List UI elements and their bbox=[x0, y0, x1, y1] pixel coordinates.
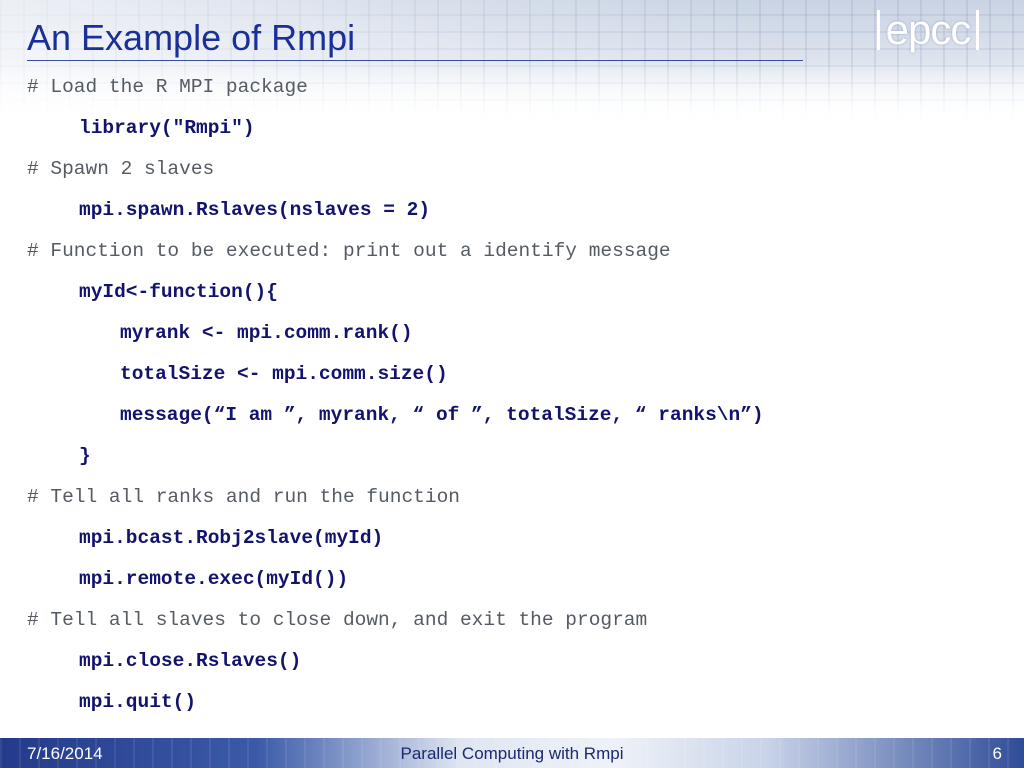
logo-text: epcc bbox=[885, 6, 972, 53]
footer-title: Parallel Computing with Rmpi bbox=[400, 744, 624, 763]
slide-title: An Example of Rmpi bbox=[27, 17, 356, 58]
code-line: mpi.remote.exec(myId()) bbox=[79, 568, 349, 590]
page-number: 6 bbox=[992, 744, 1002, 763]
code-line: myrank <- mpi.comm.rank() bbox=[120, 322, 413, 344]
code-line-comment: # Spawn 2 slaves bbox=[27, 158, 215, 180]
code-line: message(“I am ”, myrank, “ of ”, totalSi… bbox=[120, 404, 764, 426]
header-fade-bottom bbox=[0, 60, 1024, 120]
footer-date: 7/16/2014 bbox=[27, 744, 103, 763]
epcc-logo: epcc bbox=[846, 6, 1010, 54]
code-line: mpi.close.Rslaves() bbox=[79, 650, 302, 672]
footer-bar bbox=[0, 738, 1024, 768]
code-line-comment: # Function to be executed: print out a i… bbox=[27, 240, 671, 262]
code-line-comment: # Tell all ranks and run the function bbox=[27, 486, 460, 508]
code-line: library("Rmpi") bbox=[79, 117, 255, 139]
code-line: myId<-function(){ bbox=[79, 281, 278, 303]
code-line: mpi.quit() bbox=[79, 691, 197, 713]
title-divider bbox=[27, 60, 803, 61]
code-line: totalSize <- mpi.comm.size() bbox=[120, 363, 448, 385]
logo-right-bar bbox=[976, 10, 980, 50]
code-line: mpi.spawn.Rslaves(nslaves = 2) bbox=[79, 199, 431, 221]
code-line-comment: # Tell all slaves to close down, and exi… bbox=[27, 609, 648, 631]
code-line-comment: # Load the R MPI package bbox=[27, 76, 308, 98]
logo-left-bar bbox=[876, 10, 880, 50]
code-line: } bbox=[79, 445, 91, 467]
code-line: mpi.bcast.Robj2slave(myId) bbox=[79, 527, 384, 549]
